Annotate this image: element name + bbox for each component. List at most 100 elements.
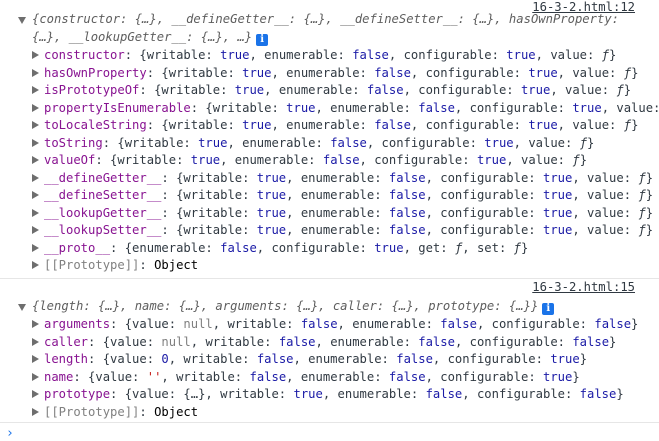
property-value: true <box>528 65 558 80</box>
property-row[interactable]: name: {value: '', writable: false, enume… <box>32 369 659 387</box>
collapse-triangle-icon[interactable] <box>32 372 39 381</box>
property-value: , value: <box>601 100 659 115</box>
property-value: } <box>645 205 654 220</box>
property-value: } <box>645 170 654 185</box>
expand-triangle-icon[interactable] <box>18 304 26 311</box>
property-value: } <box>587 135 595 150</box>
collapse-triangle-icon[interactable] <box>32 138 39 147</box>
property-value: true <box>528 118 558 132</box>
property-value: , enumerable: <box>315 100 419 115</box>
property-row[interactable]: __proto__: {enumerable: false, configura… <box>32 240 659 258</box>
property-value: , value: <box>506 153 573 167</box>
collapse-triangle-icon[interactable] <box>32 173 39 182</box>
collapse-triangle-icon[interactable] <box>32 51 39 59</box>
property-value: , enumerable: <box>286 188 389 202</box>
collapse-triangle-icon[interactable] <box>32 191 39 199</box>
property-key: hasOwnProperty <box>44 65 147 80</box>
property-value: : {writable: <box>161 223 257 237</box>
property-value: ƒ <box>601 48 610 62</box>
property-value: , value: <box>572 223 639 237</box>
property-row[interactable]: [[Prototype]]: Object <box>32 404 659 422</box>
property-value: false <box>418 100 455 115</box>
collapse-triangle-icon[interactable] <box>32 68 39 77</box>
property-value: : {writable: <box>161 188 257 202</box>
property-value: , configurable: <box>425 223 543 237</box>
collapse-triangle-icon[interactable] <box>32 156 39 164</box>
property-row[interactable]: propertyIsEnumerable: {writable: true, e… <box>32 100 659 118</box>
property-row[interactable]: hasOwnProperty: {writable: true, enumera… <box>32 65 659 83</box>
property-row[interactable]: __lookupSetter__: {writable: true, enume… <box>32 222 659 240</box>
object-preview[interactable]: {constructor: {…}, __defineGetter__: {…}… <box>18 11 652 46</box>
property-row[interactable]: __defineGetter__: {writable: true, enume… <box>32 170 659 188</box>
property-value: } <box>579 352 588 366</box>
property-key: arguments <box>44 317 111 331</box>
object-preview[interactable]: {length: {…}, name: {…}, arguments: {…},… <box>18 298 652 316</box>
property-value: Object <box>154 258 199 272</box>
property-value: , set: <box>462 240 514 255</box>
property-value: , enumerable: <box>271 118 375 132</box>
property-value: , configurable: <box>476 317 595 331</box>
object-preview-text: {length: {…}, name: {…}, arguments: {…},… <box>32 299 539 313</box>
info-icon[interactable]: i <box>542 303 555 315</box>
property-row[interactable]: constructor: {writable: true, enumerable… <box>32 47 659 65</box>
collapse-triangle-icon[interactable] <box>32 337 39 346</box>
property-value: false <box>388 205 426 220</box>
property-value: true <box>543 369 573 384</box>
property-value: ƒ <box>623 65 632 80</box>
expand-triangle-icon[interactable] <box>18 17 26 24</box>
source-link[interactable]: 16-3-2.html:15 <box>532 280 635 294</box>
chevron-right-icon: › <box>6 426 14 441</box>
property-row[interactable]: toString: {writable: true, enumerable: f… <box>32 135 659 153</box>
collapse-triangle-icon[interactable] <box>32 121 39 129</box>
message-divider <box>0 422 659 423</box>
collapse-triangle-icon[interactable] <box>32 390 39 398</box>
property-value: ƒ <box>572 153 580 167</box>
property-row[interactable]: isPrototypeOf: {writable: true, enumerab… <box>32 82 659 100</box>
property-row[interactable]: __defineSetter__: {writable: true, enume… <box>32 187 659 205</box>
property-value: true <box>234 83 265 97</box>
source-link[interactable]: 16-3-2.html:12 <box>532 0 635 14</box>
property-key: __lookupGetter__ <box>44 205 162 220</box>
property-key: __defineGetter__ <box>44 170 162 185</box>
property-value: , configurable: <box>403 83 521 97</box>
property-row[interactable]: [[Prototype]]: Object <box>32 257 659 275</box>
property-value: , enumerable: <box>337 317 441 331</box>
property-row[interactable]: prototype: {value: {…}, writable: true, … <box>32 386 659 404</box>
property-value: true <box>286 100 316 115</box>
property-value: } <box>609 48 617 62</box>
property-value: true <box>484 135 514 150</box>
collapse-triangle-icon[interactable] <box>32 208 39 217</box>
property-value: ƒ <box>623 118 632 132</box>
collapse-triangle-icon[interactable] <box>32 407 39 416</box>
collapse-triangle-icon[interactable] <box>32 243 39 252</box>
property-row[interactable]: toLocaleString: {writable: true, enumera… <box>32 117 659 135</box>
property-value: , enumerable: <box>293 352 397 366</box>
collapse-triangle-icon[interactable] <box>32 320 39 328</box>
collapse-triangle-icon[interactable] <box>32 103 39 112</box>
property-row[interactable]: caller: {value: null, writable: false, e… <box>32 334 659 352</box>
property-value: true <box>198 135 228 150</box>
collapse-triangle-icon[interactable] <box>32 355 39 363</box>
object-preview-text: {constructor: {…}, __defineGetter__: {…}… <box>32 12 619 44</box>
property-key: __lookupSetter__ <box>44 223 162 237</box>
property-value: , configurable: <box>454 100 573 115</box>
console-prompt[interactable]: › <box>6 426 14 441</box>
property-row[interactable]: __lookupGetter__: {writable: true, enume… <box>32 205 659 223</box>
property-value: false <box>330 135 367 150</box>
property-value: } <box>579 153 588 167</box>
property-row[interactable]: valueOf: {writable: true, enumerable: fa… <box>32 152 659 170</box>
property-key: [[Prototype]] <box>44 258 140 272</box>
info-icon[interactable]: i <box>256 33 269 46</box>
collapse-triangle-icon[interactable] <box>32 261 39 269</box>
property-value: } <box>631 118 639 132</box>
property-value: : {writable: <box>161 170 257 185</box>
property-value: , enumerable: <box>286 205 389 220</box>
property-value: : {writable: <box>139 83 235 97</box>
property-value: , enumerable: <box>264 83 367 97</box>
property-row[interactable]: arguments: {value: null, writable: false… <box>32 316 659 334</box>
property-value: true <box>542 205 573 220</box>
collapse-triangle-icon[interactable] <box>32 86 39 94</box>
property-row[interactable]: length: {value: 0, writable: false, enum… <box>32 351 659 369</box>
property-value: : {writable: <box>102 135 199 150</box>
collapse-triangle-icon[interactable] <box>32 226 39 234</box>
